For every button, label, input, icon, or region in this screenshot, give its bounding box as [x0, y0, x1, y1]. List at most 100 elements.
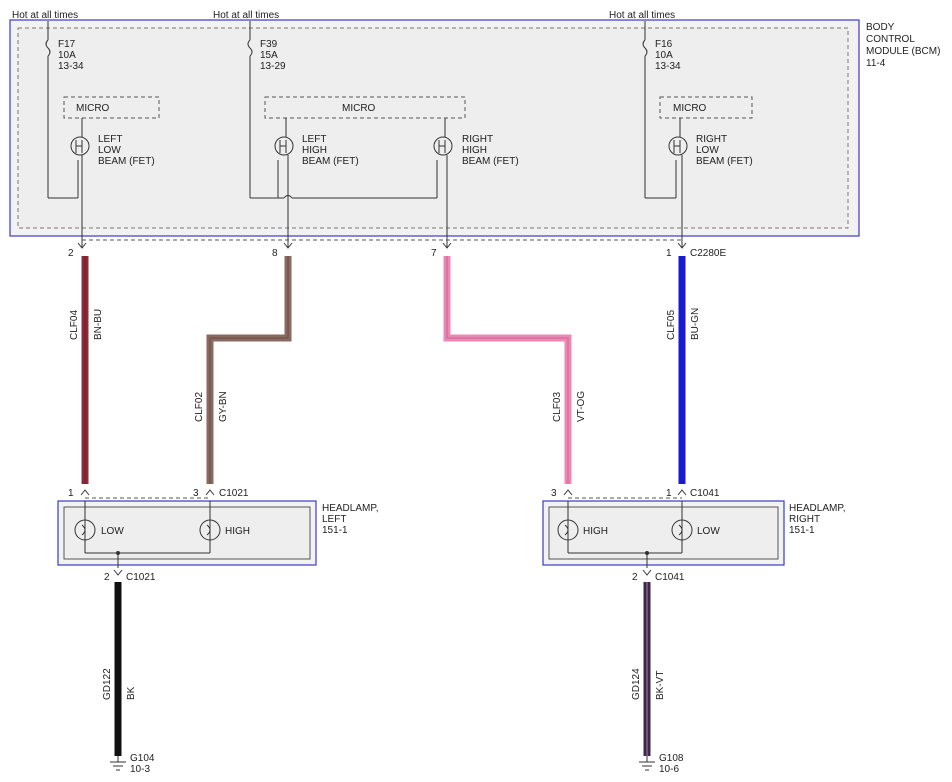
filament-icon	[678, 524, 683, 536]
bcm-label-line: 11-4	[866, 58, 886, 69]
fet-left-high: LEFT HIGH BEAM (FET)	[274, 118, 359, 248]
headlamp-right: 3 1 C1041 HIGH LOW HEADLAMP, RIGHT 151-1…	[542, 488, 846, 583]
fet-icon	[433, 136, 453, 156]
fuse-name: F16	[655, 39, 673, 50]
wire-color-label: BK-VT	[655, 671, 666, 700]
wire-color-label: VT-OG	[576, 391, 587, 422]
bcm-pin-number: 2	[68, 248, 74, 259]
fet-label-line: LOW	[696, 145, 719, 156]
fet-left-low: LEFT LOW BEAM (FET)	[70, 118, 155, 248]
fet-label-line: HIGH	[302, 145, 327, 156]
fet-right-high: RIGHT HIGH BEAM (FET)	[433, 118, 519, 248]
fuse-ref: 13-34	[58, 61, 84, 72]
fet-label-line: RIGHT	[696, 134, 727, 145]
hot-label-1: Hot at all times	[12, 10, 78, 21]
fuse-f16-circuit: F16 10A 13-34	[642, 21, 681, 199]
bulb-label: LOW	[101, 526, 124, 537]
wire-color-label: BU-GN	[690, 308, 701, 340]
fuse-icon	[642, 39, 648, 57]
filament-icon	[81, 524, 86, 536]
pin-arrow-icon	[442, 242, 452, 249]
ground-label: G108	[659, 753, 684, 764]
lamp-pin-number: 1	[666, 488, 672, 499]
fuse-name: F39	[260, 39, 278, 50]
hot-label-2: Hot at all times	[213, 10, 279, 21]
fet-label-line: LEFT	[302, 134, 326, 145]
pin-arrow-icon	[283, 242, 293, 249]
fet-label-line: BEAM (FET)	[98, 156, 155, 167]
fuse-ref: 13-34	[655, 61, 681, 72]
wire-clf04: CLF04 BN-BU	[69, 256, 104, 484]
ground-label: G104	[130, 753, 155, 764]
filament-icon	[564, 524, 569, 536]
lamp-connector-label: C1021	[126, 572, 156, 583]
fet-label-line: BEAM (FET)	[302, 156, 359, 167]
bulb-icon	[199, 519, 221, 541]
pin-arrow-icon	[80, 489, 90, 496]
wire-color-label: BN-BU	[93, 309, 104, 340]
wire-clf02: CLF02 GY-BN	[194, 256, 292, 484]
lamp-pin-number: 1	[68, 488, 74, 499]
micro-label: MICRO	[76, 103, 110, 114]
lamp-connector-label: C1021	[219, 488, 249, 499]
lamp-pin-number: 3	[551, 488, 557, 499]
fuse-f17-circuit: F17 10A 13-34	[45, 21, 84, 199]
wire-circuit-label: CLF03	[552, 392, 563, 422]
micro-box-2	[264, 96, 466, 119]
pin-arrow-icon	[77, 242, 87, 249]
bulb-label: HIGH	[583, 526, 608, 537]
bulb-label: HIGH	[225, 526, 250, 537]
lamp-label-line: HEADLAMP,	[322, 503, 379, 514]
bulb-icon	[557, 519, 579, 541]
wire-gd124: GD124 BK-VT G108 10-6	[631, 582, 684, 775]
wire-circuit-label: CLF02	[194, 392, 205, 422]
fuse-ref: 13-29	[260, 61, 286, 72]
lamp-pin-number: 3	[193, 488, 199, 499]
fuse-rating: 15A	[260, 50, 278, 61]
fet-icon	[70, 136, 90, 156]
fet-label-line: LEFT	[98, 134, 122, 145]
fet-label-line: BEAM (FET)	[462, 156, 519, 167]
wire-color-label: GY-BN	[218, 391, 229, 422]
bulb-icon	[74, 519, 96, 541]
lamp-label-line: RIGHT	[789, 514, 820, 525]
bcm-label-line: BODY	[866, 22, 895, 33]
wire-circuit-label: CLF05	[666, 310, 677, 340]
fet-right-low: RIGHT LOW BEAM (FET)	[668, 118, 753, 248]
pin-arrow-icon	[677, 242, 687, 249]
fuse-rating: 10A	[655, 50, 673, 61]
wire-color-label: BK	[126, 686, 137, 700]
fuse-icon	[45, 39, 51, 57]
micro-label: MICRO	[673, 103, 707, 114]
wire-circuit-label: CLF04	[69, 310, 80, 340]
micro-label: MICRO	[342, 103, 376, 114]
bulb-icon	[671, 519, 693, 541]
bcm-label: BODY CONTROL MODULE (BCM) 11-4	[866, 22, 940, 69]
pin-arrow-icon	[677, 489, 687, 496]
fet-label-line: RIGHT	[462, 134, 493, 145]
ground-ref: 10-6	[659, 764, 679, 775]
fuse-icon	[247, 39, 253, 57]
fuse-f39-circuit: F39 15A 13-29	[247, 21, 438, 199]
lamp-connector-label: C1041	[690, 488, 720, 499]
lamp-label-line: 151-1	[322, 525, 348, 536]
fet-label-line: BEAM (FET)	[696, 156, 753, 167]
lamp-connector-label: C1041	[655, 572, 685, 583]
hot-label-3: Hot at all times	[609, 10, 675, 21]
bcm-pin-number: 8	[272, 248, 278, 259]
fet-label-line: HIGH	[462, 145, 487, 156]
lamp-ground-pin: 2	[632, 572, 638, 583]
bulb-label: LOW	[697, 526, 720, 537]
bcm-inner-area	[17, 27, 849, 229]
lamp-label-line: 151-1	[789, 525, 815, 536]
bcm-label-line: CONTROL	[866, 34, 915, 45]
lamp-label-line: LEFT	[322, 514, 346, 525]
pin-arrow-icon	[563, 489, 573, 496]
wire-circuit-label: GD124	[631, 668, 642, 700]
pin-arrow-icon	[205, 489, 215, 496]
wire-gd122: GD122 BK G104 10-3	[102, 582, 155, 775]
ground-ref: 10-3	[130, 764, 150, 775]
bcm-pin-number: 7	[431, 248, 437, 259]
fet-icon	[274, 136, 294, 156]
